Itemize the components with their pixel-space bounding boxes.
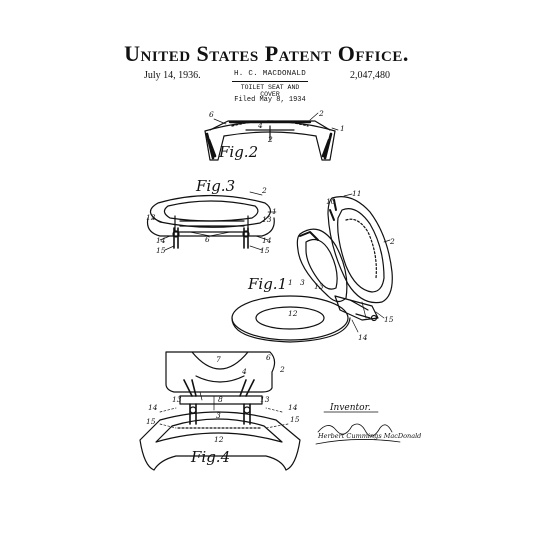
ref-number: 13 xyxy=(146,213,156,222)
fig2-label: Fig.2 xyxy=(218,143,258,161)
ref-number: 2 xyxy=(318,109,324,118)
fig1-drawing xyxy=(231,193,393,343)
ref-number: 14 xyxy=(288,403,298,412)
ref-number: 12 xyxy=(214,435,224,444)
patent-date: July 14, 1936. xyxy=(144,70,201,81)
ref-number: 14 xyxy=(358,333,368,342)
ref-number: 14 xyxy=(148,403,158,412)
ref-number: 1 xyxy=(340,124,345,133)
ref-number: 2 xyxy=(279,365,285,374)
ref-number: 13 xyxy=(262,215,272,224)
ref-number: 4 xyxy=(257,121,263,130)
ref-number: 3 xyxy=(216,411,221,420)
fig4-drawing xyxy=(139,351,301,471)
filing-date: Filed May 8, 1934 xyxy=(234,96,306,104)
invention-title: TOILET SEAT AND COVER xyxy=(240,84,300,98)
ref-number: 14 xyxy=(156,236,166,245)
ref-number: 6 xyxy=(209,110,214,119)
header-rule xyxy=(232,81,308,82)
inventor-signature: Herbert Cummings MacDonald xyxy=(317,432,421,440)
inventor-name: H. C. MACDONALD xyxy=(233,70,306,78)
signature-drawing xyxy=(315,411,401,445)
ref-number: 10 xyxy=(326,197,336,206)
ref-number: 1 xyxy=(288,278,293,287)
ref-number: 1 xyxy=(272,207,277,216)
ref-number: 6 xyxy=(205,235,210,244)
ref-number: 7 xyxy=(216,355,221,364)
ref-number: 6 xyxy=(266,353,271,362)
ref-number: 13 xyxy=(172,395,182,404)
ref-number: 13 xyxy=(260,395,270,404)
ref-number: 15 xyxy=(156,246,166,255)
ref-number: 14 xyxy=(262,236,272,245)
ref-number: 11 xyxy=(352,189,362,198)
ref-number: 15 xyxy=(290,415,300,424)
ref-number: 8 xyxy=(218,395,223,404)
patent-number: 2,047,480 xyxy=(350,70,390,81)
ref-number: 3 xyxy=(300,278,305,287)
fig3-label: Fig.3 xyxy=(195,177,235,195)
fig2-drawing xyxy=(204,112,339,161)
ref-number: 2 xyxy=(267,135,273,144)
ref-number: 2 xyxy=(261,186,267,195)
fig3-drawing xyxy=(146,191,277,251)
fig1-label: Fig.1 xyxy=(247,275,287,293)
ref-number: 13 xyxy=(314,282,324,291)
ref-number: 15 xyxy=(260,246,270,255)
patent-office-title: United States Patent Office. xyxy=(124,41,409,66)
ref-number: 2 xyxy=(389,237,395,246)
fig4-label: Fig.4 xyxy=(190,448,230,466)
ref-number: 12 xyxy=(288,309,298,318)
ref-number: 15 xyxy=(384,315,394,324)
ref-number: 15 xyxy=(146,417,156,426)
inventor-label: Inventor. xyxy=(329,403,371,413)
ref-number: 4 xyxy=(241,367,247,376)
